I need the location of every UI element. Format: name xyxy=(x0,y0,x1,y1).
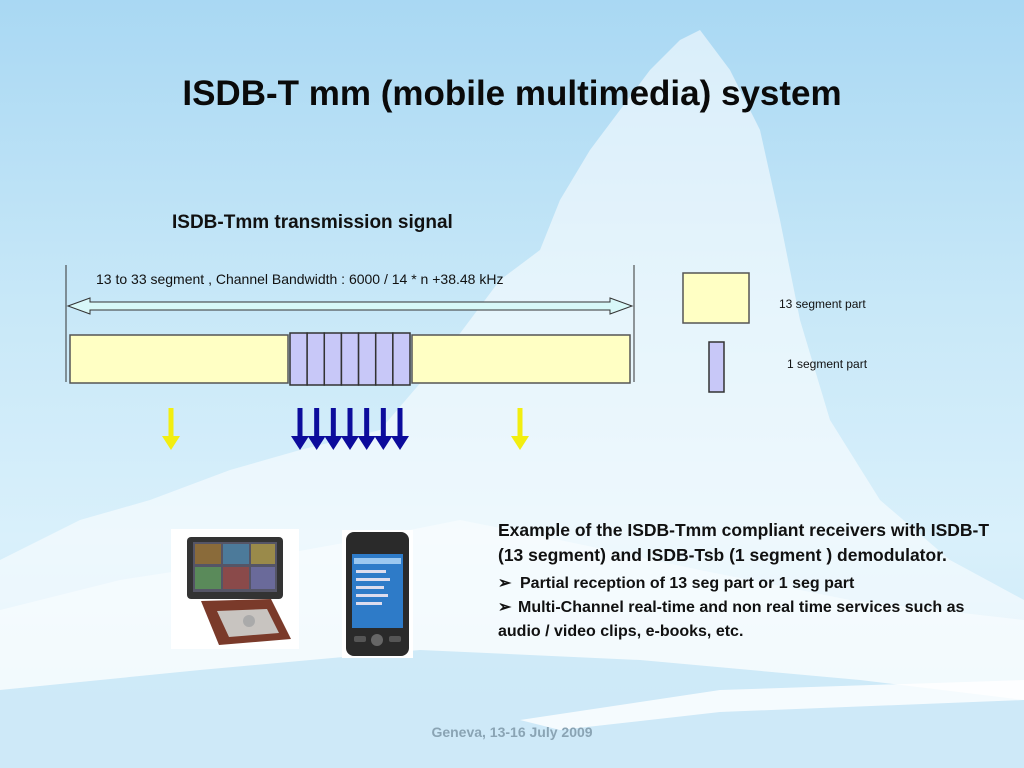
blue-down-arrow xyxy=(341,408,359,450)
footer-text: Geneva, 13-16 July 2009 xyxy=(431,724,593,740)
description-intro: Example of the ISDB-Tmm compliant receiv… xyxy=(498,520,990,565)
blue-down-arrow xyxy=(374,408,393,450)
yellow-down-arrow xyxy=(162,408,180,450)
blue-down-arrow xyxy=(291,408,309,450)
description-text-block: Example of the ISDB-Tmm compliant receiv… xyxy=(498,518,1008,644)
one-segment-block xyxy=(306,332,326,386)
bandwidth-label: 13 to 33 segment , Channel Bandwidth : 6… xyxy=(96,271,504,287)
bullet-text: Multi-Channel real-time and non real tim… xyxy=(498,599,965,640)
flip-phone-receiver-image xyxy=(171,529,299,649)
bullet-text: Partial reception of 13 seg part or 1 se… xyxy=(520,575,855,592)
thirteen-segment-block-right xyxy=(411,334,631,384)
bullet-item: ➢Multi-Channel real-time and non real ti… xyxy=(498,596,1008,644)
one-segment-block xyxy=(289,332,308,386)
blue-down-arrow xyxy=(391,408,409,450)
blue-down-arrow xyxy=(357,408,376,450)
diagram-heading: ISDB-Tmm transmission signal xyxy=(172,212,453,233)
segment-legend-swatches xyxy=(682,272,750,393)
transmission-signal-diagram xyxy=(65,265,635,450)
bandwidth-double-arrow xyxy=(66,297,634,315)
legend-thirteen-segment-swatch xyxy=(682,272,750,324)
bullet-arrow-icon: ➢ xyxy=(498,575,512,592)
one-segment-block xyxy=(392,332,411,386)
one-segment-block xyxy=(340,332,360,386)
thirteen-segment-block-left xyxy=(69,334,289,384)
bullet-item: ➢ Partial reception of 13 seg part or 1 s… xyxy=(498,572,1008,596)
legend-one-segment-swatch xyxy=(708,341,725,393)
bullet-arrow-icon: ➢ xyxy=(498,599,512,616)
one-segment-blocks xyxy=(289,332,411,386)
legend-one-segment-label: 1 segment part xyxy=(787,357,868,371)
legend-thirteen-segment-label: 13 segment part xyxy=(779,297,866,311)
one-segment-block xyxy=(357,332,377,386)
one-segment-block xyxy=(374,332,394,386)
blue-down-arrow xyxy=(324,408,343,450)
smartphone-receiver-image xyxy=(342,530,413,658)
yellow-down-arrow-right xyxy=(511,408,529,450)
blue-down-arrow xyxy=(307,408,326,450)
blue-down-arrows xyxy=(291,408,409,450)
page-title: ISDB-T mm (mobile multimedia) system xyxy=(182,74,842,113)
yellow-down-arrow xyxy=(511,408,529,450)
one-segment-block xyxy=(323,332,343,386)
yellow-down-arrow-left xyxy=(162,408,180,450)
